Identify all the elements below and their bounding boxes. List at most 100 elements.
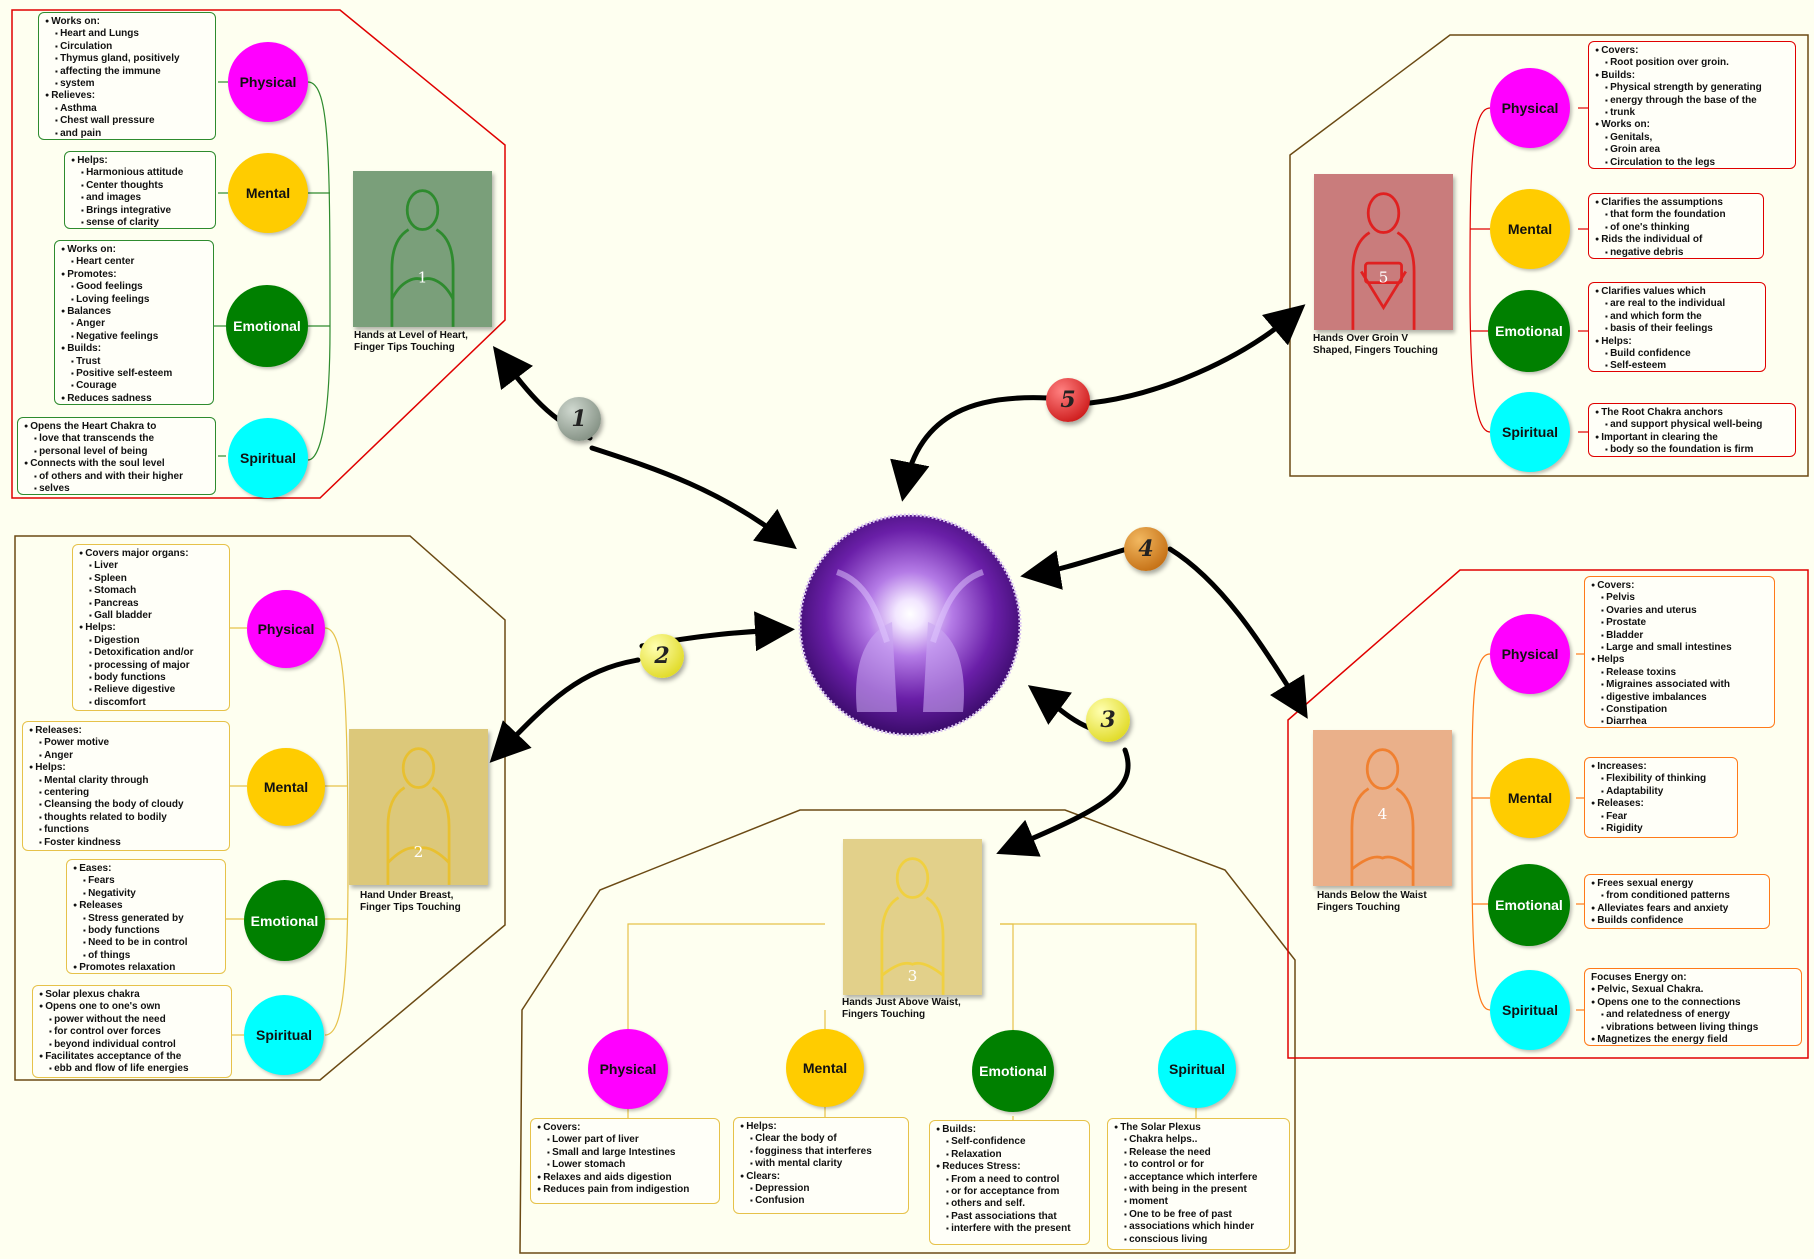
list-item: sense of clarity [71,217,209,229]
list-item: acceptance which interfere [1114,1172,1283,1184]
list-item: interfere with the present [936,1223,1083,1235]
position-3-mental-box: Helps:Clear the body offogginess that in… [733,1117,909,1214]
position-5-emotional-circle: Emotional [1488,290,1570,372]
position-5-mental-circle: Mental [1490,189,1570,269]
bullet-list: Clarifies the assumptionsthat form the f… [1595,197,1757,259]
list-item: Chest wall pressure [45,115,209,127]
list-item: Clears: [740,1171,902,1183]
list-item: Lower stomach [537,1159,713,1171]
list-item: digestive imbalances [1591,692,1768,704]
list-item: Builds: [61,343,207,355]
section-3-outline [519,809,1296,1254]
list-item: Foster kindness [29,837,223,849]
list-item: Mental clarity through [29,775,223,787]
list-item: Covers: [1591,580,1768,592]
position-2-emotional-box: Eases:FearsNegativityReleasesStress gene… [66,859,226,974]
list-item: Pelvis [1591,592,1768,604]
list-item: trunk [1595,107,1789,119]
list-item: of things [73,950,219,962]
list-item: energy through the base of the [1595,95,1789,107]
list-item: Relieve digestive [79,684,223,696]
position-1-emotional-circle: Emotional [226,285,308,367]
list-item: Depression [740,1183,902,1195]
list-item: Anger [29,750,223,762]
list-item: Migraines associated with [1591,679,1768,691]
list-item: One to be free of past [1114,1209,1283,1221]
pose-3-label: Hands Just Above Waist,Fingers Touching [842,997,961,1020]
list-item: Helps: [71,155,209,167]
bullet-list: Covers:Lower part of liverSmall and larg… [537,1122,713,1196]
position-5-spiritual-box: The Root Chakra anchorsand support physi… [1588,403,1796,457]
list-item: Need to be in control [73,937,219,949]
list-item: Important in clearing the [1595,432,1789,444]
list-item: Eases: [73,863,219,875]
list-item: or for acceptance from [936,1186,1083,1198]
position-3-badge: 3 [1086,698,1130,742]
list-item: Past associations that [936,1211,1083,1223]
list-item: Harmonious attitude [71,167,209,179]
position-4-physical-circle: Physical [1490,614,1570,694]
list-item: Confusion [740,1195,902,1207]
list-item: Rids the individual of [1595,234,1757,246]
list-item: Connects with the soul level [24,458,209,470]
pose-2-label: Hand Under Breast,Finger Tips Touching [360,890,461,913]
list-item: Detoxification and/or [79,647,223,659]
list-item: functions [29,824,223,836]
list-item: Solar plexus chakra [39,989,225,1001]
list-item: for control over forces [39,1026,225,1038]
list-item: love that transcends the [24,433,209,445]
list-item: Covers: [1595,45,1789,57]
bullet-list: Covers major organs:LiverSpleenStomachPa… [79,548,223,709]
list-item: Helps: [79,622,223,634]
list-item: and support physical well-being [1595,419,1789,431]
list-item: Clear the body of [740,1133,902,1145]
list-item: Relaxes and aids digestion [537,1172,713,1184]
pose-2-image: 2 [349,729,488,885]
list-item: Helps: [29,762,223,774]
list-item: Works on: [1595,119,1789,131]
list-item: associations which hinder [1114,1221,1283,1233]
list-item: Builds: [1595,70,1789,82]
list-item: Gall bladder [79,610,223,622]
list-item: The Root Chakra anchors [1595,407,1789,419]
list-item: Large and small intestines [1591,642,1768,654]
list-item: system [45,78,209,90]
list-item: The Solar Plexus [1114,1122,1283,1134]
pose-4-image: 4 [1313,730,1452,886]
list-item: others and self. [936,1198,1083,1210]
list-item: Builds: [936,1124,1083,1136]
section-4-outline [1287,569,1809,1059]
list-item: moment [1114,1196,1283,1208]
list-item: Increases: [1591,761,1731,773]
list-item: Bladder [1591,630,1768,642]
list-item: Ovaries and uterus [1591,605,1768,617]
pose-3-image: 3 [843,839,982,995]
list-item: Magnetizes the energy field [1591,1034,1795,1046]
position-4-emotional-box: Frees sexual energyfrom conditioned patt… [1584,874,1770,929]
list-item: Heart and Lungs [45,28,209,40]
list-item: Pelvic, Sexual Chakra. [1591,984,1795,996]
position-4-spiritual-box: Focuses Energy on:Pelvic, Sexual Chakra.… [1584,968,1802,1046]
bullet-list: Eases:FearsNegativityReleasesStress gene… [73,863,219,975]
list-item: Flexibility of thinking [1591,773,1731,785]
list-item: Good feelings [61,281,207,293]
list-item: Reduces sadness [61,393,207,405]
list-item: basis of their feelings [1595,323,1759,335]
list-item: Opens the Heart Chakra to [24,421,209,433]
list-item: Brings integrative [71,205,209,217]
list-item: Promotes: [61,269,207,281]
position-2-spiritual-circle: Spiritual [244,995,324,1075]
position-3-mental-circle: Mental [786,1029,864,1107]
list-item: Loving feelings [61,294,207,306]
list-item: Power motive [29,737,223,749]
position-2-badge: 2 [640,634,684,678]
position-4-mental-circle: Mental [1490,758,1570,838]
list-item: Stomach [79,585,223,597]
list-item: power without the need [39,1014,225,1026]
bullet-list: The Root Chakra anchorsand support physi… [1595,407,1789,457]
bullet-list: Works on:Heart and LungsCirculationThymu… [45,16,209,140]
list-item: Adaptability [1591,786,1731,798]
